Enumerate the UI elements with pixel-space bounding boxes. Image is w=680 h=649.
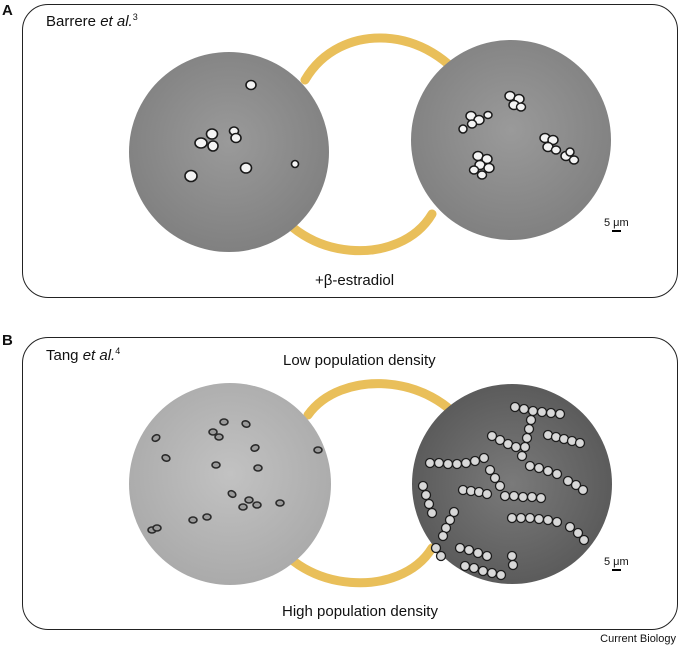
panel-b-scale-bar: 5 μm <box>604 556 629 571</box>
panel-a-author: Barrere <box>46 13 101 30</box>
panel-b-letter: B <box>2 332 13 349</box>
panel-b-etal: et al. <box>82 347 116 364</box>
panel-a-scale-bar: 5 μm <box>604 217 629 232</box>
panel-a-right-yeast-clusters <box>458 90 580 180</box>
panel-b-scale-label: 5 μm <box>604 556 629 568</box>
panel-a-frame <box>22 4 678 298</box>
panel-b-reference: Tang et al.4 <box>46 346 120 364</box>
panel-a-scale-label: 5 μm <box>604 217 629 229</box>
panel-a-reference: Barrere et al.3 <box>46 12 138 30</box>
journal-credit: Current Biology <box>600 633 676 645</box>
panel-a-left-micrograph <box>129 52 329 252</box>
panel-b-left-micrograph <box>129 383 331 585</box>
panel-a-ref-number: 3 <box>132 12 138 22</box>
panel-a-treatment-label: +β-estradiol <box>315 272 395 289</box>
panel-a-letter: A <box>2 2 13 19</box>
panel-a-right-micrograph <box>411 40 611 240</box>
panel-b-scale-line <box>611 569 621 571</box>
panel-a-left-yeast-cells <box>184 79 300 183</box>
panel-b-frame <box>22 337 678 630</box>
panel-b-ref-number: 4 <box>115 346 121 356</box>
panel-a-scale-line <box>611 230 621 232</box>
panel-b-bottom-label: High population density <box>282 603 438 620</box>
panel-b-right-filaments <box>417 401 590 581</box>
panel-b-left-single-cells <box>147 418 323 534</box>
panel-b-author: Tang <box>46 347 83 364</box>
panel-a-etal: et al. <box>100 13 133 30</box>
panel-b-right-micrograph <box>412 384 612 584</box>
panel-b-top-label: Low population density <box>283 352 436 369</box>
